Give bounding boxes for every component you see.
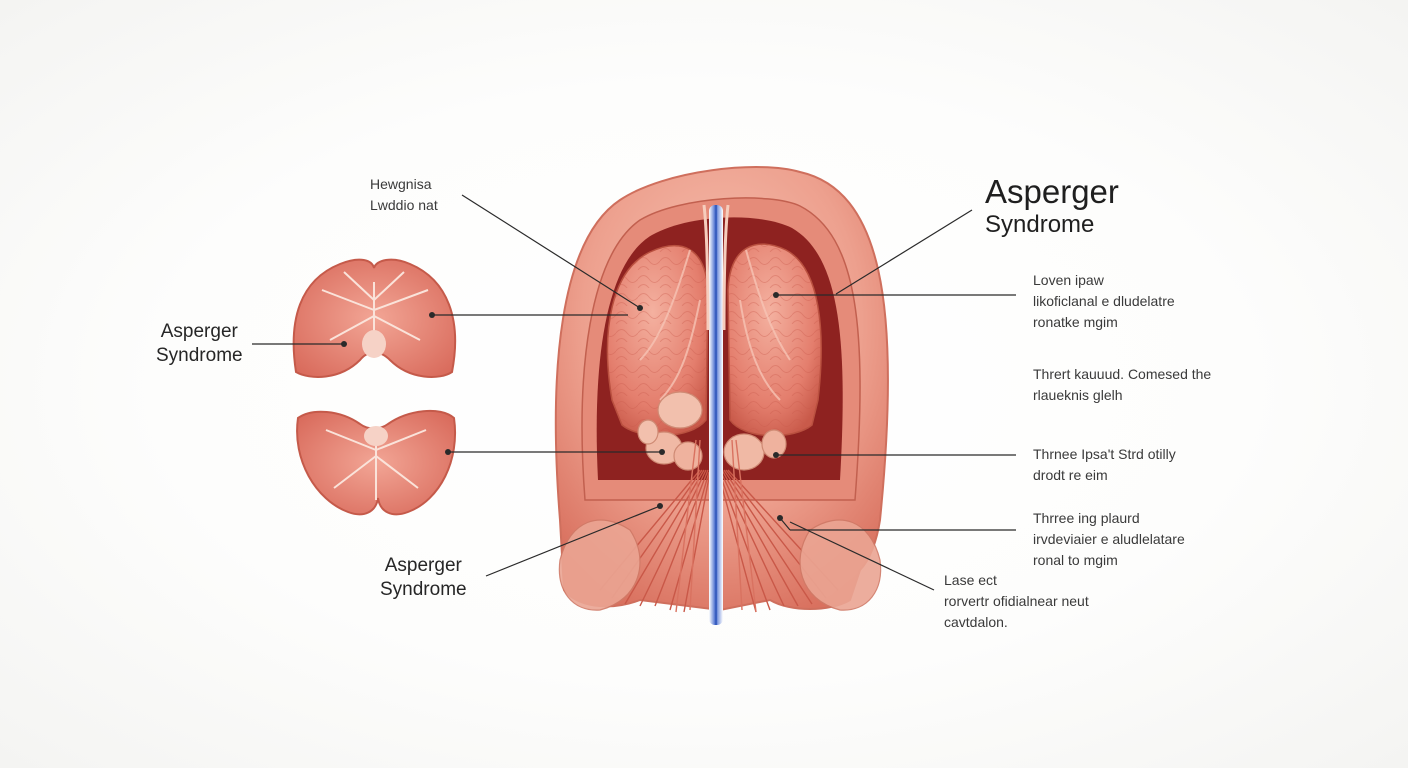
- label-right-5-line3: cavtdalon.: [944, 614, 1008, 630]
- label-right-1-line1: Loven ipaw: [1033, 272, 1104, 288]
- label-right-2-line1: Thrert kauuud. Comesed the: [1033, 366, 1212, 382]
- diagram-title: Asperger Syndrome: [985, 174, 1119, 240]
- label-right-2-line2: rlaueknis glelh: [1033, 387, 1123, 403]
- label-top-left: Hewgnisa Lwddio nat: [370, 174, 438, 216]
- label-right-3: Thrnee Ipsa't Strd otilly drodt re eim: [1033, 444, 1176, 486]
- label-right-2: Thrert kauuud. Comesed the rlaueknis gle…: [1033, 364, 1211, 406]
- label-left-bottom-line1: Asperger: [384, 555, 462, 576]
- label-left-mid-line1: Asperger: [160, 321, 238, 342]
- label-right-5-line2: rorvertr ofidialnear neut: [944, 593, 1089, 609]
- left-upper-organ: [292, 258, 456, 378]
- label-right-1-line3: ronatke mgim: [1033, 314, 1118, 330]
- label-left-mid-line2: Syndrome: [156, 345, 243, 366]
- left-lower-organ: [296, 409, 456, 516]
- nodules: [637, 391, 787, 471]
- label-right-4-line3: ronal to mgim: [1033, 552, 1118, 568]
- fibre-bundles: [599, 439, 839, 613]
- label-right-5-line1: Lase ect: [944, 572, 997, 588]
- label-right-4: Thrree ing plaurd irvdeviaier e aludlela…: [1033, 508, 1185, 571]
- diagram-title-line1: Asperger: [985, 173, 1119, 210]
- label-right-1-line2: likoficlanal e dludelatre: [1033, 293, 1175, 309]
- label-right-4-line1: Thrree ing plaurd: [1033, 510, 1140, 526]
- diagram-title-line2: Syndrome: [985, 211, 1095, 238]
- leader-lines: [252, 194, 1016, 591]
- label-left-bottom-line2: Syndrome: [380, 579, 467, 600]
- lower-right-mass: [799, 519, 882, 611]
- label-right-5: Lase ect rorvertr ofidialnear neut cavtd…: [944, 570, 1089, 633]
- label-right-3-line2: drodt re eim: [1033, 467, 1108, 483]
- label-right-4-line2: irvdeviaier e aludlelatare: [1033, 531, 1185, 547]
- label-top-left-line2: Lwddio nat: [370, 197, 438, 213]
- label-left-mid: Asperger Syndrome: [156, 320, 243, 368]
- lower-left-mass: [558, 519, 641, 611]
- label-top-left-line1: Hewgnisa: [370, 176, 432, 192]
- label-right-1: Loven ipaw likoficlanal e dludelatre ron…: [1033, 270, 1175, 333]
- leader-dots: [341, 292, 783, 521]
- central-structure: [554, 166, 890, 625]
- label-left-bottom: Asperger Syndrome: [380, 554, 467, 602]
- label-right-3-line1: Thrnee Ipsa't Strd otilly: [1033, 446, 1176, 462]
